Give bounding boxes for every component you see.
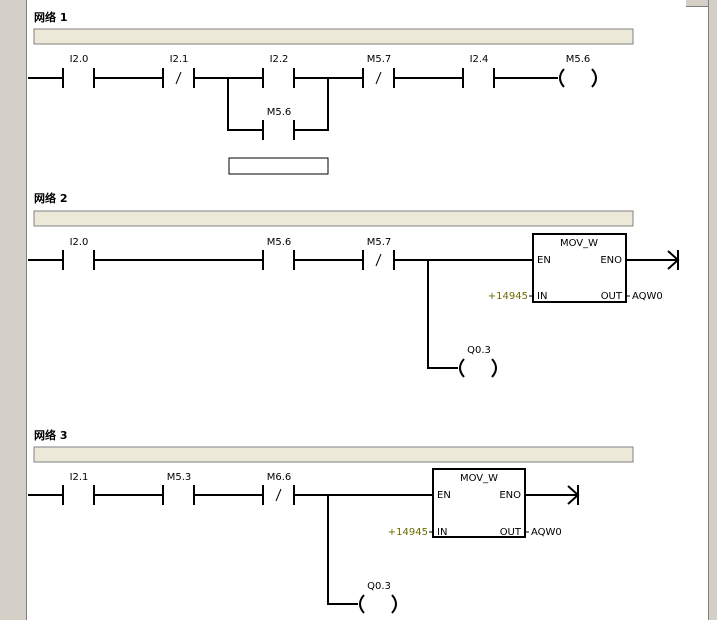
network-2-contact-m5-6[interactable]: M5.6 <box>262 237 295 270</box>
box-in-pin: IN <box>437 527 447 538</box>
box-name: MOV_W <box>560 238 598 249</box>
network-1-parallel-contact-m5-6[interactable]: M5.6 <box>262 107 295 140</box>
network-1-contact-i2-4[interactable]: I2.4 <box>462 54 495 88</box>
network-1-wire <box>28 77 558 131</box>
network-3-title: 网络 3 <box>34 428 67 442</box>
network-1-comment-bar[interactable] <box>33 28 634 45</box>
contact-address: I2.1 <box>70 472 89 483</box>
network-1-title: 网络 1 <box>34 10 67 24</box>
contact-address: M5.6 <box>267 237 292 248</box>
network-3-coil-q0-3[interactable]: Q0.3 <box>359 581 397 614</box>
contact-address: I2.1 <box>170 54 189 65</box>
coil-address: M5.6 <box>566 54 591 65</box>
box-out-value[interactable]: AQW0 <box>632 291 663 302</box>
network-1-contact-m5-7[interactable]: M5.7 <box>362 54 395 88</box>
box-name: MOV_W <box>460 473 498 484</box>
network-2[interactable]: 网络 2 I2.0 M5.6 M5.7 MOV_W EN ENO IN OUT … <box>28 191 680 378</box>
box-out-pin: OUT <box>500 527 522 538</box>
contact-address: M5.6 <box>267 107 292 118</box>
network-2-comment-bar[interactable] <box>33 210 634 227</box>
network-3-contact-m5-3[interactable]: M5.3 <box>162 472 195 505</box>
network-2-contact-i2-0[interactable]: I2.0 <box>62 237 95 270</box>
network-3-contact-m6-6[interactable]: M6.6 <box>262 472 295 505</box>
right-scroll-edge[interactable] <box>708 0 717 620</box>
box-en-pin: EN <box>537 255 551 266</box>
contact-address: I2.4 <box>470 54 489 65</box>
coil-address: Q0.3 <box>467 345 491 356</box>
box-eno-pin: ENO <box>600 255 622 266</box>
network-1-contact-i2-1[interactable]: I2.1 <box>162 54 195 88</box>
box-in-pin: IN <box>537 291 547 302</box>
network-1-contact-i2-2[interactable]: I2.2 <box>262 54 295 88</box>
top-corner <box>686 0 708 7</box>
contact-address: M6.6 <box>267 472 292 483</box>
network-3[interactable]: 网络 3 I2.1 M5.3 M6.6 MOV_W EN ENO IN OUT … <box>28 428 634 614</box>
box-in-value[interactable]: +14945 <box>488 291 528 302</box>
contact-address: M5.7 <box>367 54 392 65</box>
box-en-pin: EN <box>437 490 451 501</box>
box-eno-pin: ENO <box>499 490 521 501</box>
network-2-output-arrow <box>667 250 680 270</box>
network-3-wire <box>28 494 578 605</box>
box-out-pin: OUT <box>601 291 623 302</box>
network-3-mov-w-box[interactable]: MOV_W EN ENO IN OUT +14945 AQW0 <box>388 468 562 538</box>
contact-address: I2.0 <box>70 237 89 248</box>
network-2-wire <box>28 259 678 369</box>
box-out-value[interactable]: AQW0 <box>531 527 562 538</box>
box-in-value[interactable]: +14945 <box>388 527 428 538</box>
contact-address: M5.7 <box>367 237 392 248</box>
coil-address: Q0.3 <box>367 581 391 592</box>
network-3-output-arrow <box>567 485 580 505</box>
contact-address: M5.3 <box>167 472 192 483</box>
network-3-contact-i2-1[interactable]: I2.1 <box>62 472 95 505</box>
contact-address: I2.0 <box>70 54 89 65</box>
network-1-contact-i2-0[interactable]: I2.0 <box>62 54 95 88</box>
network-1-empty-input-box[interactable] <box>228 157 329 175</box>
network-2-contact-m5-7[interactable]: M5.7 <box>362 237 395 270</box>
contact-address: I2.2 <box>270 54 289 65</box>
left-power-rail <box>0 0 27 620</box>
network-2-mov-w-box[interactable]: MOV_W EN ENO IN OUT +14945 AQW0 <box>488 233 663 303</box>
network-3-comment-bar[interactable] <box>33 446 634 463</box>
network-1-coil-m5-6[interactable]: M5.6 <box>559 54 597 88</box>
network-2-coil-q0-3[interactable]: Q0.3 <box>459 345 497 378</box>
network-2-title: 网络 2 <box>34 191 67 205</box>
network-1[interactable]: 网络 1 I2.0 I2.1 I2.2 M5.7 I2.4 <box>28 10 634 175</box>
